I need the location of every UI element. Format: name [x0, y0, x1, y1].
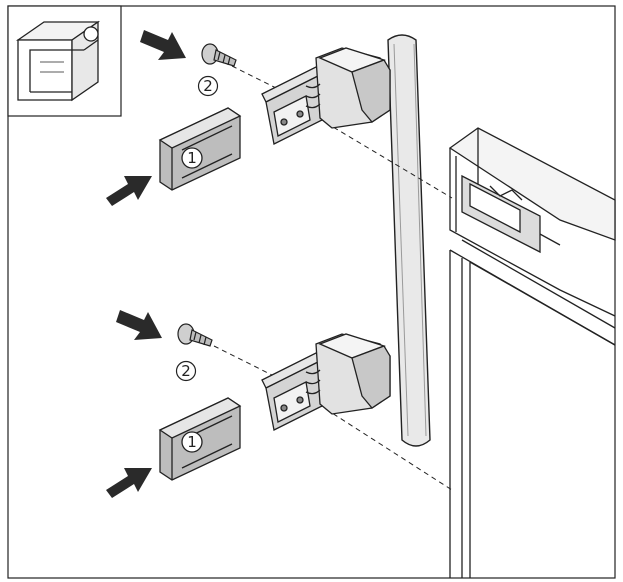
callout-2-top: 2 [197, 75, 219, 97]
callout-2-bottom-label: 2 [181, 362, 191, 380]
screw-icon [201, 43, 237, 67]
callout-1-top-label: 1 [187, 149, 197, 167]
cabinet-door-icon [448, 127, 616, 578]
door-handle-icon [387, 34, 431, 447]
top-assembly: 2 1 [106, 30, 391, 206]
cover-cap-icon: 1 [158, 397, 242, 481]
overview-inset [7, 5, 122, 117]
cover-cap-icon: 1 [158, 107, 242, 191]
detail-marker-icon [83, 26, 99, 42]
hinge-bracket-icon [261, 47, 391, 145]
callout-2-top-label: 2 [203, 77, 213, 95]
push-arrow-icon [106, 176, 152, 206]
callout-2-bottom: 2 [175, 360, 197, 382]
hinge-bracket-icon [261, 333, 391, 431]
push-arrow-icon [140, 30, 186, 60]
push-arrow-icon [116, 310, 162, 340]
bottom-assembly: 2 1 [106, 310, 391, 498]
push-arrow-icon [106, 468, 152, 498]
screw-icon [177, 323, 213, 347]
callout-1-bottom-label: 1 [187, 433, 197, 451]
